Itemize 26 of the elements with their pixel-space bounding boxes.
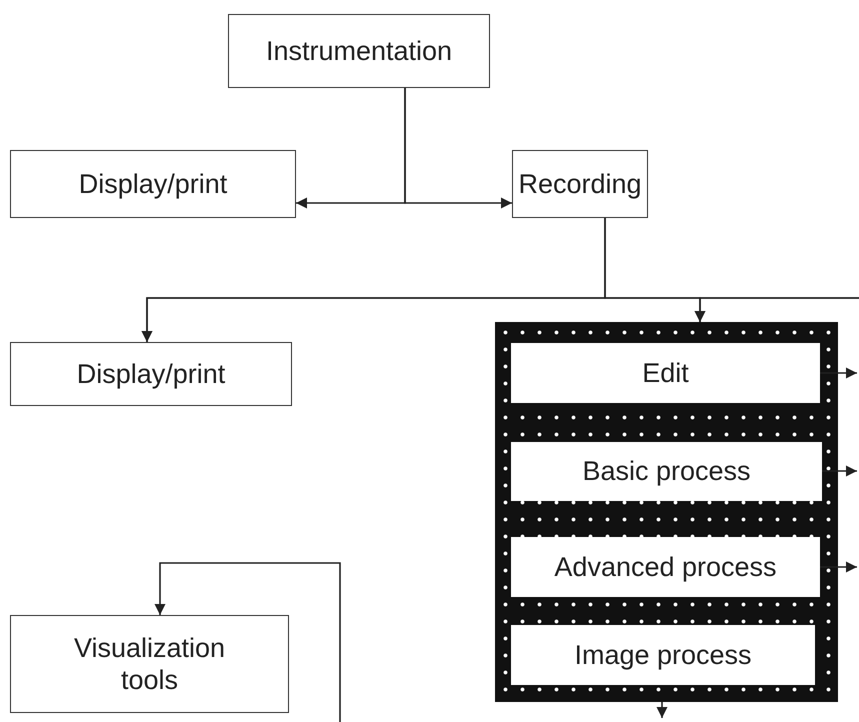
arrow	[694, 297, 859, 322]
process-box	[228, 14, 490, 88]
process-box	[10, 150, 296, 218]
dotted-panel	[495, 322, 838, 702]
box-label: Image process	[573, 638, 753, 672]
arrow	[154, 562, 341, 722]
arrow	[404, 88, 512, 208]
box-label: Display/print	[76, 358, 226, 390]
box-label: Recording	[517, 168, 643, 200]
process-step-box	[511, 537, 820, 597]
arrow	[820, 562, 857, 572]
arrow	[656, 702, 668, 718]
box-label: Advanced process	[553, 550, 778, 584]
box-label: Basic process	[581, 455, 752, 488]
process-step-box	[511, 442, 822, 501]
arrow	[822, 466, 857, 476]
process-box	[512, 150, 648, 218]
process-box	[10, 615, 289, 713]
box-label: Visualization tools	[72, 632, 226, 696]
box-label: Display/print	[78, 168, 228, 200]
box-label: Instrumentation	[264, 34, 454, 68]
arrow	[820, 368, 857, 378]
process-box	[10, 342, 292, 406]
process-step-box	[511, 625, 815, 685]
process-step-box	[511, 343, 820, 403]
box-label: Edit	[641, 356, 690, 390]
